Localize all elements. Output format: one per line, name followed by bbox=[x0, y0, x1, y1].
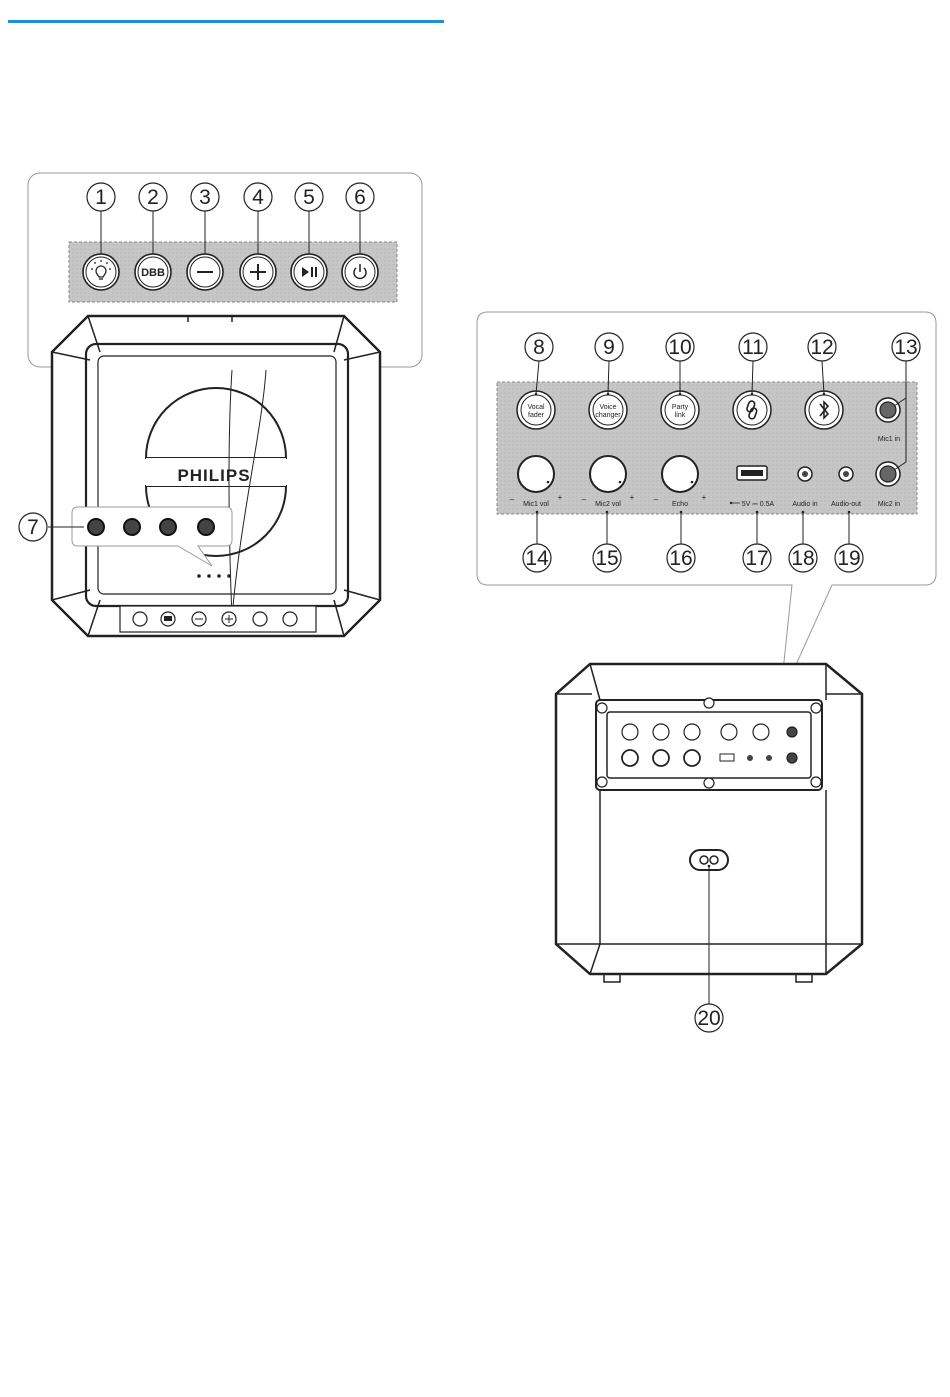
volume-down-button[interactable] bbox=[187, 254, 223, 290]
button-label: link bbox=[675, 412, 686, 419]
button-label: changer bbox=[595, 412, 621, 419]
knob-minus: – bbox=[582, 495, 587, 504]
voice-changer-button[interactable]: Voice changer bbox=[589, 391, 627, 429]
usb-label: 5V ⎓ 0.5A bbox=[742, 501, 775, 508]
play-pause-button[interactable] bbox=[291, 254, 327, 290]
rear-speaker-view: Vocal fader Voice changer Party link bbox=[477, 312, 936, 1032]
callout-label: 18 bbox=[791, 547, 814, 570]
mini-play-pause-button bbox=[253, 612, 267, 626]
button-label: fader bbox=[528, 412, 545, 419]
led-indicator bbox=[88, 519, 104, 535]
knob-plus: + bbox=[558, 493, 563, 502]
brand-logo-text: PHILIPS bbox=[177, 466, 250, 485]
light-button[interactable] bbox=[83, 254, 119, 290]
volume-up-button[interactable] bbox=[240, 254, 276, 290]
callout-label: 15 bbox=[595, 547, 618, 570]
callout-label: 20 bbox=[697, 1007, 720, 1030]
callout-7: 7 bbox=[19, 513, 47, 541]
callout-label: 14 bbox=[525, 547, 549, 570]
button-label: Vocal bbox=[527, 404, 545, 411]
power-button[interactable] bbox=[342, 254, 378, 290]
jack-label: Audio-out bbox=[831, 501, 861, 508]
knob-label: Mic2 vol bbox=[595, 501, 621, 508]
bluetooth-button[interactable] bbox=[805, 391, 843, 429]
jack-label: Mic2 in bbox=[878, 501, 900, 508]
callout-label: 4 bbox=[252, 186, 264, 209]
callout-label: 17 bbox=[745, 547, 768, 570]
led-indicator bbox=[198, 519, 214, 535]
mini-volume-down-button bbox=[192, 612, 206, 626]
callout-label: 11 bbox=[742, 336, 764, 359]
dbb-button[interactable]: DBB bbox=[135, 254, 171, 290]
callout-label: 1 bbox=[95, 186, 107, 209]
led-indicator bbox=[160, 519, 176, 535]
jack-label: Mic1 in bbox=[878, 436, 900, 443]
knob-plus: + bbox=[702, 493, 707, 502]
callout-label: 16 bbox=[669, 547, 692, 570]
callout-label: 2 bbox=[147, 186, 159, 209]
button-label: Party bbox=[672, 404, 689, 411]
vocal-fader-button[interactable]: Vocal fader bbox=[517, 391, 555, 429]
callout-label: 13 bbox=[894, 336, 917, 359]
front-speaker-view: PHILIPS 7 DBB 1 2 3 4 5 6 bbox=[19, 173, 422, 636]
mini-power-button bbox=[283, 612, 297, 626]
knob-label: Mic1 vol bbox=[523, 501, 549, 508]
button-label: Voice bbox=[599, 404, 616, 411]
callout-label: 6 bbox=[354, 186, 366, 209]
link-button[interactable] bbox=[733, 391, 771, 429]
callout-label: 19 bbox=[837, 547, 860, 570]
party-link-button[interactable]: Party link bbox=[661, 391, 699, 429]
mini-dbb-button bbox=[161, 612, 175, 626]
mini-volume-up-button bbox=[222, 612, 236, 626]
callout-label: 9 bbox=[603, 336, 615, 359]
knob-label: Echo bbox=[672, 501, 688, 508]
knob-plus: + bbox=[630, 493, 635, 502]
dbb-icon: DBB bbox=[141, 267, 165, 279]
callout-label: 5 bbox=[303, 186, 315, 209]
callout-label: 8 bbox=[533, 336, 545, 359]
callout-label: 10 bbox=[668, 336, 691, 359]
callout-label: 3 bbox=[199, 186, 211, 209]
mini-light-button bbox=[133, 612, 147, 626]
jack-label: Audio in bbox=[792, 501, 817, 508]
callout-label: 7 bbox=[27, 516, 39, 539]
knob-minus: – bbox=[654, 495, 659, 504]
knob-minus: – bbox=[510, 495, 515, 504]
callout-label: 12 bbox=[810, 336, 833, 359]
led-indicator bbox=[124, 519, 140, 535]
button-label: DBB bbox=[141, 267, 165, 279]
